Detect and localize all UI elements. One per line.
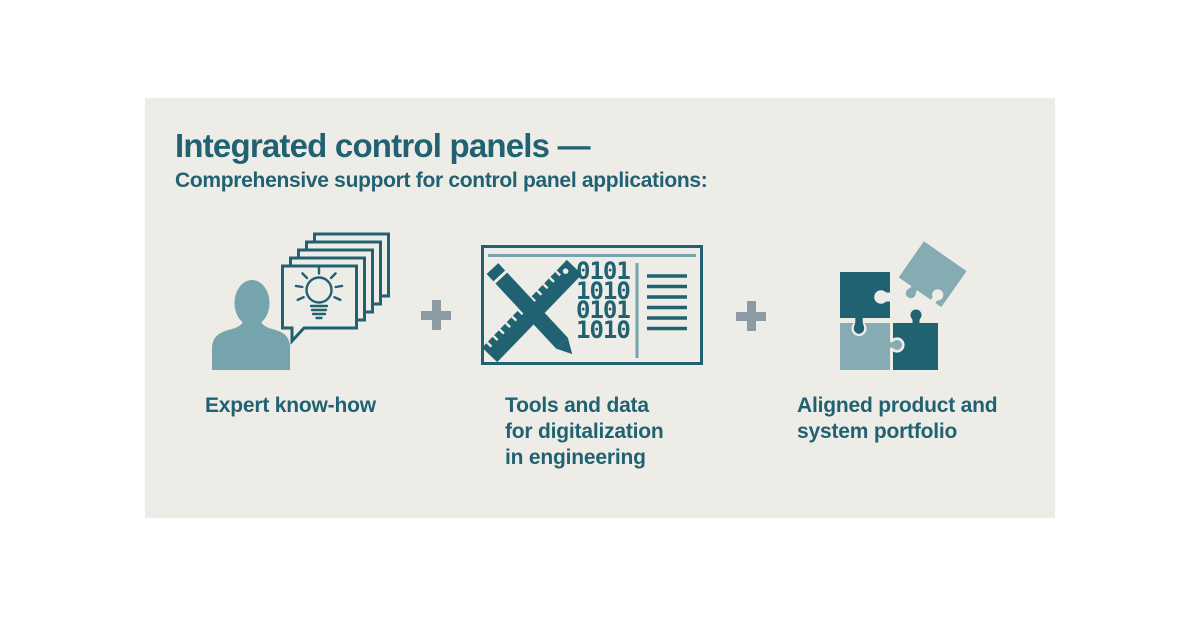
plus-icon — [421, 300, 451, 330]
person-icon — [212, 280, 290, 370]
puzzle-tab-connector — [888, 340, 902, 350]
ruler-pencil-icon — [482, 259, 582, 363]
caption-line: in engineering — [505, 446, 646, 469]
caption-line: system portfolio — [797, 420, 958, 443]
document-frame — [481, 245, 703, 365]
caption-expert-know-how: Expert know-how — [205, 393, 376, 419]
puzzle-piece-bottom-left — [840, 320, 890, 370]
caption-line: for digitalization — [505, 420, 664, 443]
puzzle-piece-floating — [898, 241, 967, 308]
ruler-pencil-binary-document-icon — [481, 245, 703, 365]
binary-line: 1010 — [576, 276, 631, 305]
lightbulb-icon — [294, 265, 344, 320]
caption-line: Tools and data — [505, 394, 649, 417]
page-subtitle: Comprehensive support for control panel … — [175, 169, 708, 192]
caption-line: Expert know-how — [205, 394, 376, 417]
binary-line: 0101 — [576, 296, 631, 324]
binary-line: 0101 — [576, 257, 631, 285]
person-speech-bubbles-lightbulb-icon — [212, 232, 390, 370]
caption-aligned-portfolio: Aligned product and system portfolio — [797, 393, 998, 445]
binary-line: 1010 — [576, 315, 631, 344]
puzzle-pieces-icon — [840, 241, 967, 370]
text-lines-icon — [647, 274, 687, 331]
page-title: Integrated control panels — — [175, 127, 591, 164]
caption-tools-and-data: Tools and data for digitalization in eng… — [505, 393, 664, 471]
binary-code: 0101 1010 0101 1010 — [576, 257, 631, 344]
pencil-icon — [486, 263, 573, 355]
caption-line: Aligned product and — [797, 394, 998, 417]
puzzle-piece-top-left — [840, 272, 891, 318]
puzzle-piece-bottom-right — [889, 309, 938, 370]
plus-icon — [736, 301, 766, 331]
puzzle-tab — [853, 317, 865, 334]
